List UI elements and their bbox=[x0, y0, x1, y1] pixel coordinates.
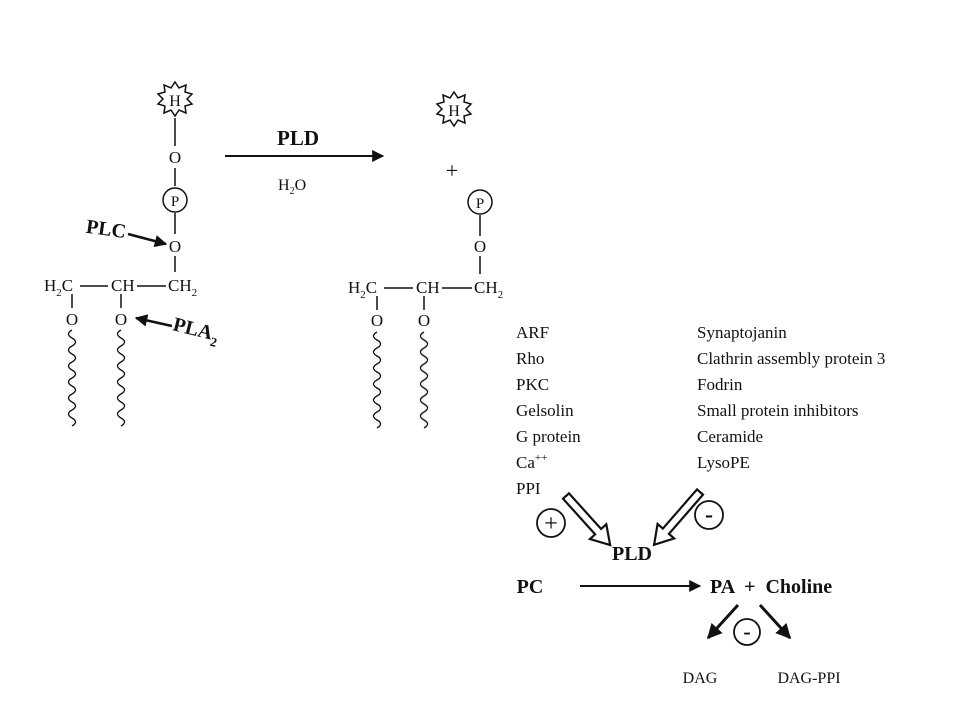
right-backbone-ch2: CH2 bbox=[474, 278, 503, 301]
activator-item: ARF bbox=[516, 323, 549, 342]
activator-item: PKC bbox=[516, 375, 549, 394]
right-backbone-h2c: H2C bbox=[348, 278, 377, 301]
right-phosphate-circle bbox=[467, 189, 493, 215]
activator-list: ARF Rho PKC Gelsolin G protein Ca++ PPI bbox=[516, 323, 581, 498]
activator-item: PPI bbox=[516, 479, 541, 498]
right-backbone-ch: CH bbox=[416, 278, 440, 297]
pla2-label: PLA2 bbox=[170, 314, 221, 350]
plc-label: PLC bbox=[85, 216, 128, 243]
left-oxygen-4: O bbox=[115, 310, 127, 329]
right-tail-1 bbox=[372, 331, 382, 429]
right-headgroup-burst-icon bbox=[435, 90, 473, 128]
left-headgroup-label: H bbox=[169, 93, 181, 110]
activation-plus-sign: + bbox=[544, 511, 558, 537]
activator-item: Gelsolin bbox=[516, 401, 574, 420]
inhibition-circle bbox=[694, 500, 724, 530]
inhibitor-item: Ceramide bbox=[697, 427, 763, 446]
left-tail-2 bbox=[116, 329, 126, 427]
right-plus-sign: + bbox=[446, 158, 458, 183]
left-headgroup-burst-icon bbox=[156, 80, 194, 118]
inhibitor-item: Small protein inhibitors bbox=[697, 401, 859, 420]
right-oxygen-1: O bbox=[474, 237, 486, 256]
downstream-minus-sign: - bbox=[743, 619, 750, 644]
to-dag-arrow bbox=[706, 603, 740, 640]
left-backbone-h2c: H2C bbox=[44, 276, 73, 299]
activation-circle bbox=[536, 508, 566, 538]
pld-reaction: PLD H2O bbox=[225, 126, 385, 197]
reaction-cofactor-label: H2O bbox=[278, 177, 306, 197]
inhibitor-list: Synaptojanin Clathrin assembly protein 3… bbox=[697, 323, 885, 472]
activator-item: Rho bbox=[516, 349, 544, 368]
inhibitor-item: Fodrin bbox=[697, 375, 743, 394]
left-oxygen-2: O bbox=[169, 237, 181, 256]
left-phosphate-circle bbox=[162, 187, 188, 213]
right-headgroup-label: H bbox=[448, 103, 460, 120]
pla2-arrow bbox=[134, 314, 173, 328]
left-tail-1 bbox=[67, 329, 77, 427]
left-oxygen-3: O bbox=[66, 310, 78, 329]
inhibitor-item: Clathrin assembly protein 3 bbox=[697, 349, 885, 368]
left-phosphate-label: P bbox=[171, 194, 179, 210]
left-phospholipid: H O P O PLC H2C CH CH2 O O PLA2 bbox=[44, 80, 221, 427]
dag-label: DAG bbox=[683, 670, 718, 687]
inhibitor-item: Synaptojanin bbox=[697, 323, 787, 342]
substrate-pc-label: PC bbox=[517, 576, 544, 598]
downstream-inhibition-circle bbox=[733, 618, 761, 646]
dag-ppi-label: DAG-PPI bbox=[777, 670, 840, 687]
right-oxygen-3: O bbox=[418, 311, 430, 330]
inhibition-minus-sign: - bbox=[705, 502, 713, 528]
to-dag-ppi-arrow bbox=[758, 603, 792, 640]
left-oxygen-1: O bbox=[169, 148, 181, 167]
products-label: PA + Choline bbox=[710, 576, 832, 598]
right-oxygen-2: O bbox=[371, 311, 383, 330]
activator-item-ca: Ca++ bbox=[516, 452, 547, 472]
right-tail-2 bbox=[419, 331, 429, 429]
plc-arrow bbox=[127, 232, 168, 248]
activation-arrow bbox=[561, 491, 612, 547]
inhibition-arrow bbox=[652, 487, 705, 547]
right-phosphate-label: P bbox=[476, 196, 484, 212]
center-pld-label: PLD bbox=[612, 543, 652, 565]
inhibitor-item: LysoPE bbox=[697, 453, 750, 472]
left-backbone-ch: CH bbox=[111, 276, 135, 295]
activator-item: G protein bbox=[516, 427, 581, 446]
right-phospholipid: H + P O H2C CH CH2 O O bbox=[348, 90, 503, 429]
reaction-enzyme-label: PLD bbox=[277, 126, 319, 150]
left-backbone-ch2: CH2 bbox=[168, 276, 197, 299]
